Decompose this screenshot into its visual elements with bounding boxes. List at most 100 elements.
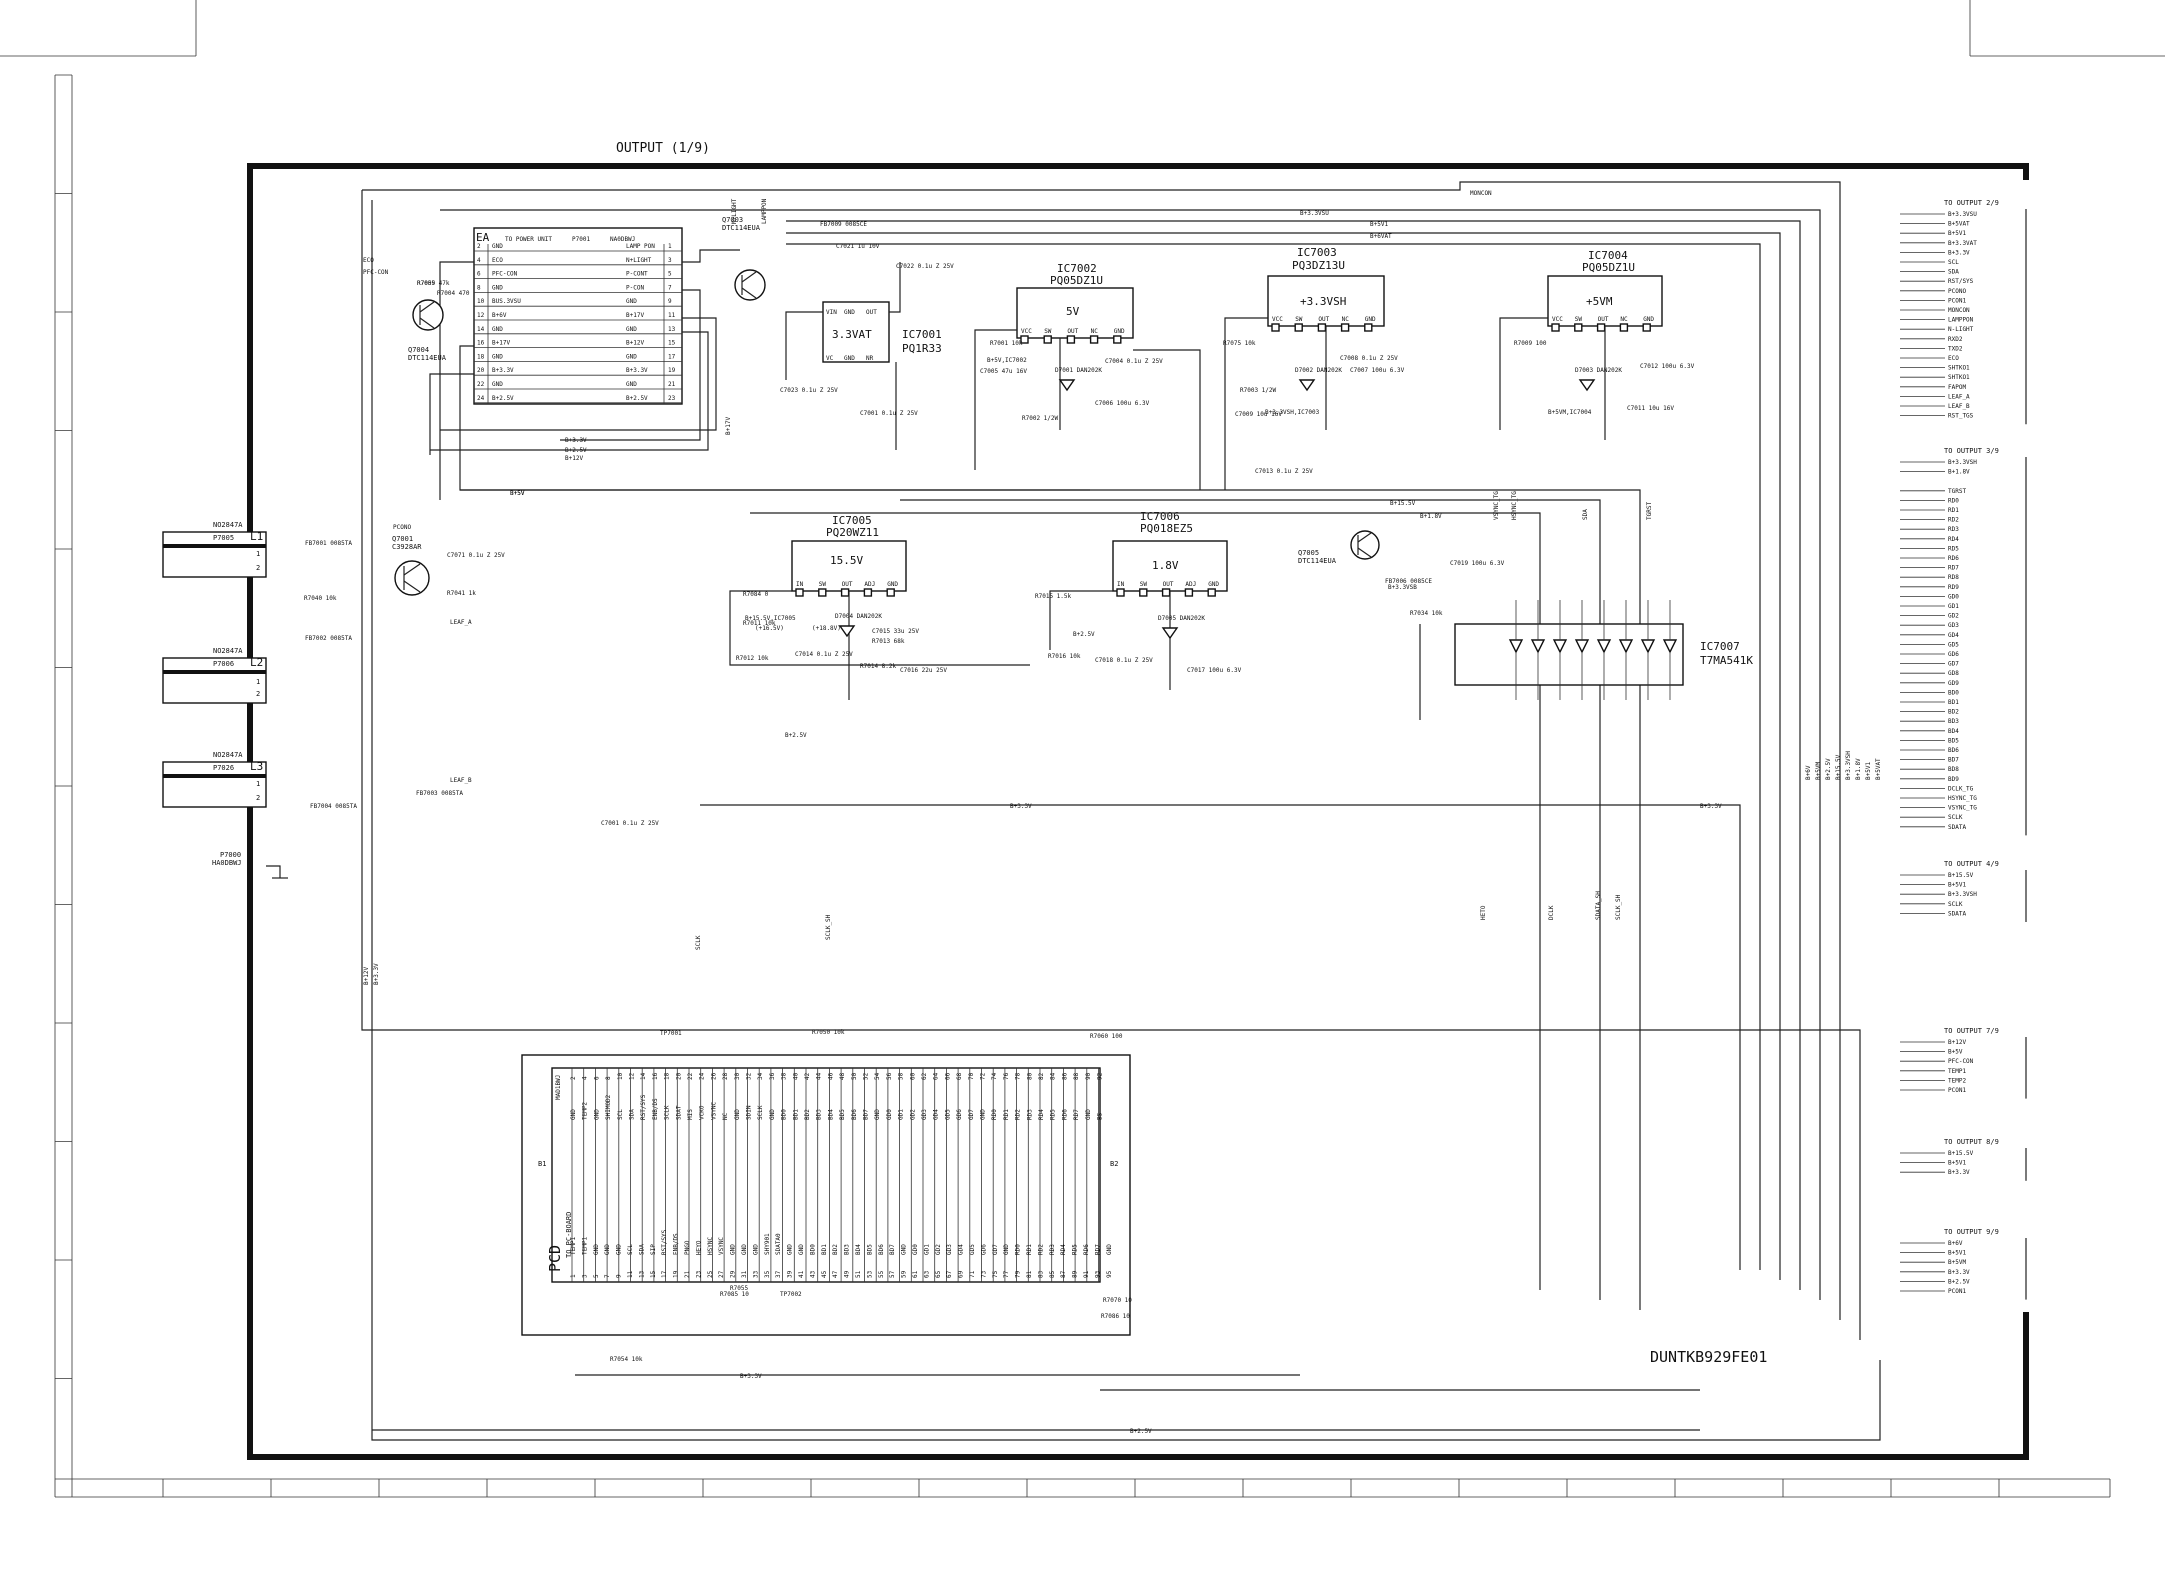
pin-name: GND: [1003, 1244, 1010, 1255]
output-signal-label: TEMP2: [1948, 1077, 1966, 1084]
pin-number: 16: [477, 340, 485, 347]
output-signal-label: B+3.3VSH: [1948, 459, 1977, 466]
pin-number: 5: [593, 1274, 600, 1278]
output-signal-label: SCLK: [1948, 901, 1963, 908]
output-signal-label: GD9: [1948, 680, 1959, 687]
bus-label: LEAF_B: [450, 777, 472, 784]
bus-label: B+2.5V: [785, 732, 807, 739]
pin-number: 72: [980, 1072, 987, 1080]
component-label: R7075 10k: [1223, 340, 1256, 347]
ferrite-label: FB7009 0085CE: [820, 221, 867, 228]
pin-label: OUT: [842, 581, 853, 588]
connector-ref: EA: [476, 231, 490, 244]
transistor-q7003: Q7003 DTC114EUA: [722, 216, 766, 301]
pin-name: GD5: [944, 1109, 951, 1120]
output-signal-label: PCON1: [1948, 1087, 1966, 1094]
output-signal-label: SDATA: [1948, 824, 1966, 831]
pin-name: GND: [616, 1244, 623, 1255]
annotation: B+2.5V: [1825, 758, 1832, 780]
pin-name: SHIMOD2: [605, 1094, 612, 1120]
output-signal-label: LEAF_A: [1948, 393, 1970, 400]
net-label: B+5V1: [1370, 221, 1388, 228]
pin-number: 84: [1050, 1072, 1057, 1080]
pin-number: 7: [604, 1274, 611, 1278]
output-signal-label: GD2: [1948, 613, 1959, 620]
output-signal-label: RD8: [1948, 574, 1959, 581]
output-signal-label: ECO: [1948, 355, 1959, 362]
pin-name: BD5: [839, 1109, 846, 1120]
pin-number: 35: [764, 1270, 771, 1278]
component-label: C7017 100u 6.3V: [1187, 667, 1242, 674]
component-label: R7016 10k: [1048, 653, 1081, 660]
pin-number: 87: [1060, 1270, 1067, 1278]
pin-name: RD2: [1037, 1244, 1044, 1255]
pin-name: BD7: [863, 1109, 870, 1120]
diode-symbol: [1298, 379, 1316, 392]
pin-pad: [1294, 323, 1303, 332]
connector-part: MAD1BWJ: [555, 1075, 562, 1100]
output-signal-label: LEAF_B: [1948, 403, 1970, 410]
output-signal-label: RD5: [1948, 545, 1959, 552]
output-signal-label: RD4: [1948, 536, 1959, 543]
ferrite-label: FB7006 0085CE: [1385, 578, 1432, 585]
pin-name: GND: [1085, 1109, 1092, 1120]
component-label: C7001 0.1u Z 25V: [601, 820, 659, 827]
pin-pad: [1113, 335, 1122, 344]
pin-number: 34: [757, 1072, 764, 1080]
pin-number: 8: [605, 1076, 612, 1080]
output-signal-label: B+5V1: [1948, 1250, 1966, 1257]
pin-number: 27: [718, 1270, 725, 1278]
pin-name: VSYNC: [718, 1237, 725, 1255]
regulator-value: +5VM: [1586, 295, 1613, 308]
output-signal-label: B+3.3V: [1948, 1169, 1970, 1176]
pin-name: GND: [593, 1244, 600, 1255]
part-value: DTC114EUA: [1298, 557, 1337, 565]
pin-number: 66: [944, 1072, 951, 1080]
output-signal-label: PCON1: [1948, 297, 1966, 304]
pin-name: BD6: [851, 1109, 858, 1120]
bus-label: B+2.5V: [565, 447, 587, 454]
transistor-q7005: Q7005 DTC114EUA: [1298, 530, 1380, 565]
pin-number: 23: [668, 395, 676, 402]
pin-name: GD5: [969, 1244, 976, 1255]
pin-number: 7: [668, 284, 672, 291]
pin-name: GD7: [992, 1244, 999, 1255]
pin-name: GND: [492, 326, 503, 333]
pin-label: GND: [887, 581, 898, 588]
schematic-border: [247, 163, 2029, 1460]
transistor-q7004: Q7004 DTC114EUA: [408, 299, 447, 362]
output-signal-label: MONCON: [1948, 307, 1970, 314]
pin-pad: [795, 588, 804, 597]
pin-number: 42: [804, 1072, 811, 1080]
connector-ref: L3: [250, 760, 263, 773]
connector-pref: P7026: [213, 764, 234, 772]
pin-number: 3: [668, 257, 672, 264]
pin-name: B+17V: [492, 340, 510, 347]
output-signal-label: GD5: [1948, 641, 1959, 648]
pin-number: 4: [477, 257, 481, 264]
sheet-ruler-bottom: [162, 1479, 2000, 1497]
output-signal-label: VSYNC_TG: [1948, 805, 1977, 812]
pin-number: 54: [874, 1072, 881, 1080]
annotation: HETO: [1480, 905, 1487, 920]
regulator-part: PQ05DZ1U: [1582, 261, 1635, 274]
pin-name: B+17V: [626, 312, 644, 319]
pin-number: 24: [477, 395, 485, 402]
output-signal-label: B+3.3VSU: [1948, 211, 1977, 218]
diode-label: D7003 DAN202K: [1575, 367, 1622, 374]
pin-number: 20: [477, 367, 485, 374]
output-signal-label: RXD2: [1948, 336, 1963, 343]
annotation: LAMPPON: [761, 198, 768, 224]
pin-name: BUS.3VSU: [492, 298, 521, 305]
output-groups: TO OUTPUT 2/9B+3.3VSUB+5VATB+5V1B+3.3VAT…: [1900, 199, 2027, 1300]
bus-label: PCONO: [393, 524, 411, 531]
pin-number: 44: [816, 1072, 823, 1080]
pin-number: 15: [668, 340, 676, 347]
component-label: C7018 0.1u Z 25V: [1095, 657, 1153, 664]
output-signal-label: RD0: [1948, 497, 1959, 504]
pin-number: 23: [695, 1270, 702, 1278]
pin-name: ENB/DS: [673, 1233, 680, 1255]
